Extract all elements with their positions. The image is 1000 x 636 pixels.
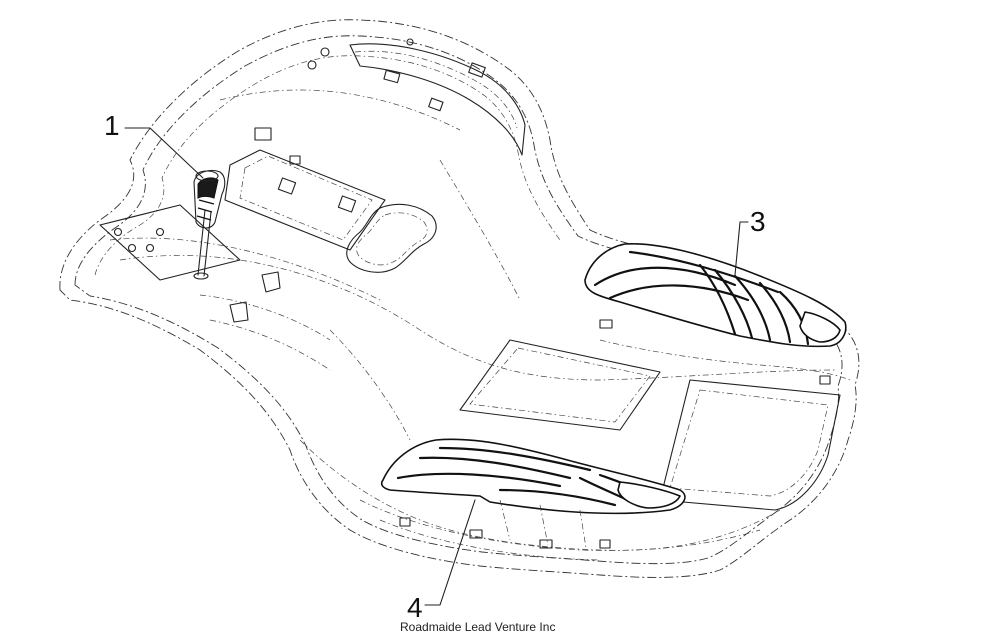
floor-opening xyxy=(459,339,661,431)
lower-floor-details xyxy=(359,499,761,561)
callout-4: 4 xyxy=(407,592,423,623)
leader-lines xyxy=(124,127,749,606)
right-footrest-pad xyxy=(584,243,847,348)
callout-1: 1 xyxy=(104,110,120,141)
front-rack xyxy=(307,38,526,156)
center-plate xyxy=(224,127,437,273)
footer-text: Roadmaide Lead Venture Inc xyxy=(400,620,556,634)
left-footrest-pad xyxy=(380,438,686,515)
callout-3: 3 xyxy=(750,206,766,237)
shift-lever xyxy=(193,169,226,280)
left-panel-details xyxy=(99,204,331,371)
right-floor-plate xyxy=(599,319,851,511)
body-outline xyxy=(59,19,860,578)
